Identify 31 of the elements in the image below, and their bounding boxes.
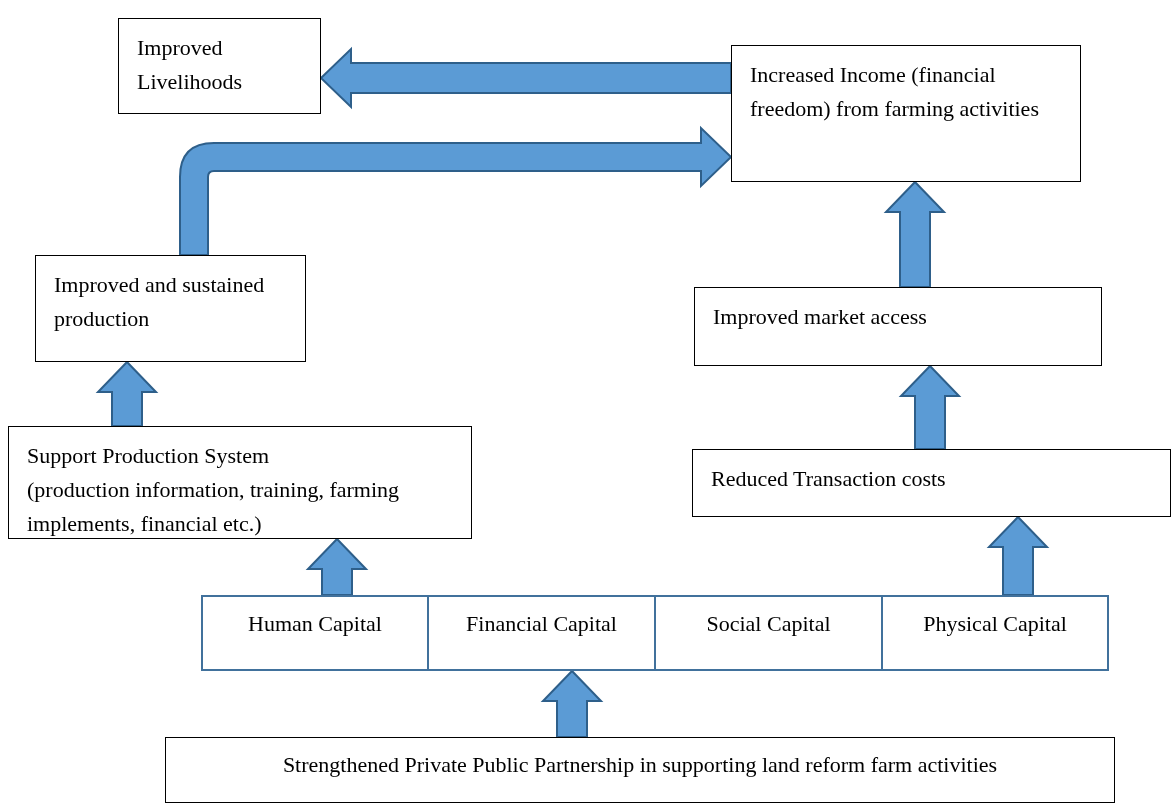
box-text: Improved and sustained production (54, 271, 266, 333)
block-arrow (898, 364, 962, 450)
text-box (694, 287, 1102, 366)
text-box (731, 45, 1081, 182)
box-text: Strengthened Private Public Partnership in supporting land reform farm activities (281, 751, 999, 779)
box-text: (production information, training, farming implements, financial etc.) (27, 476, 401, 538)
capital-cell (201, 595, 429, 671)
text-box (692, 449, 1171, 517)
block-arrow (883, 180, 947, 288)
block-arrow (540, 669, 604, 738)
box-text: Social Capital (705, 610, 832, 638)
block-arrow (319, 46, 732, 110)
block-arrow (179, 127, 732, 256)
box-heading: Support Production System (27, 442, 270, 470)
box-text: Improved market access (713, 303, 928, 331)
box-text: Financial Capital (465, 610, 618, 638)
capital-cell (427, 595, 656, 671)
box-text: Increased Income (financial freedom) from farming activities (750, 61, 1040, 123)
text-box (165, 737, 1115, 803)
block-arrow (95, 360, 159, 427)
text-box (118, 18, 321, 114)
text-box (35, 255, 306, 362)
capital-cell (654, 595, 883, 671)
box-text: Human Capital (247, 610, 383, 638)
box-text: Physical Capital (922, 610, 1068, 638)
block-arrow (305, 537, 369, 596)
text-box (8, 426, 472, 539)
box-text: Improved Livelihoods (137, 34, 244, 96)
box-text: Reduced Transaction costs (711, 465, 947, 493)
capital-cell (881, 595, 1109, 671)
block-arrow (986, 515, 1050, 596)
